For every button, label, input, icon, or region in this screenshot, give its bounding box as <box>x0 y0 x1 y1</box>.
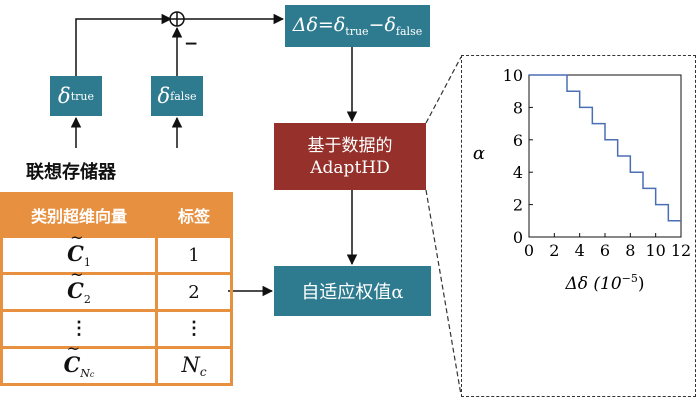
memory-title: 联想存储器 <box>26 162 116 183</box>
adapthd-box: 基于数据的 AdaptHD <box>274 123 426 190</box>
zoom-line-bottom <box>425 189 462 396</box>
adapthd-line2: AdaptHD <box>310 157 390 178</box>
y-tick-label: 2 <box>513 196 523 215</box>
table-row: C2 2 <box>0 272 233 312</box>
x-tick-label: 6 <box>600 241 610 260</box>
sum-junction-icon <box>169 11 185 27</box>
adapthd-line1: 基于数据的 <box>307 135 393 156</box>
y-tick-label: 8 <box>513 98 523 117</box>
label-1: 1 <box>155 235 233 275</box>
memory-table: 类别超维向量 标签 C1 1 C2 2 ⋮ ⋮ CNc Nc <box>0 192 233 386</box>
x-tick-label: 2 <box>549 241 559 260</box>
table-row: CNc Nc <box>0 346 233 386</box>
delta-formula: Δδ=δtrue−δfalse <box>292 14 423 38</box>
chart-inset-frame <box>461 55 696 397</box>
vector-c2: C2 <box>67 278 91 306</box>
label-ellipsis: ⋮ <box>155 309 233 349</box>
table-row: ⋮ ⋮ <box>0 309 233 349</box>
vector-c1: C1 <box>67 241 91 269</box>
label-2: 2 <box>155 272 233 312</box>
x-axis-label: Δδ (10−5) <box>564 272 644 294</box>
y-tick-label: 6 <box>513 131 523 150</box>
y-tick-label: 4 <box>513 163 523 182</box>
header-label: 标签 <box>155 192 233 238</box>
vector-ellipsis: ⋮ <box>0 309 158 349</box>
adaptive-weight-box: 自适应权值α <box>274 266 431 316</box>
wire-true-to-sum <box>75 13 173 76</box>
x-tick-label: 12 <box>671 241 691 260</box>
delta-difference-box: Δδ=δtrue−δfalse <box>285 5 430 47</box>
x-tick-label: 4 <box>575 241 585 260</box>
y-tick-label: 10 <box>503 66 523 85</box>
table-row: C1 1 <box>0 235 233 275</box>
vector-cnc: CNc <box>64 352 95 380</box>
series-line <box>529 74 681 222</box>
y-axis-label: α <box>473 143 485 164</box>
label-nc: Nc <box>181 353 207 379</box>
x-tick-label: 10 <box>645 241 665 260</box>
zoom-line-top <box>425 56 462 124</box>
plot-area <box>528 74 682 238</box>
x-tick-label: 0 <box>524 241 534 260</box>
y-tick-label: 0 <box>513 228 523 247</box>
x-tick-label: 8 <box>625 241 635 260</box>
table-header-row: 类别超维向量 标签 <box>0 192 233 238</box>
minus-sign: − <box>184 34 199 54</box>
